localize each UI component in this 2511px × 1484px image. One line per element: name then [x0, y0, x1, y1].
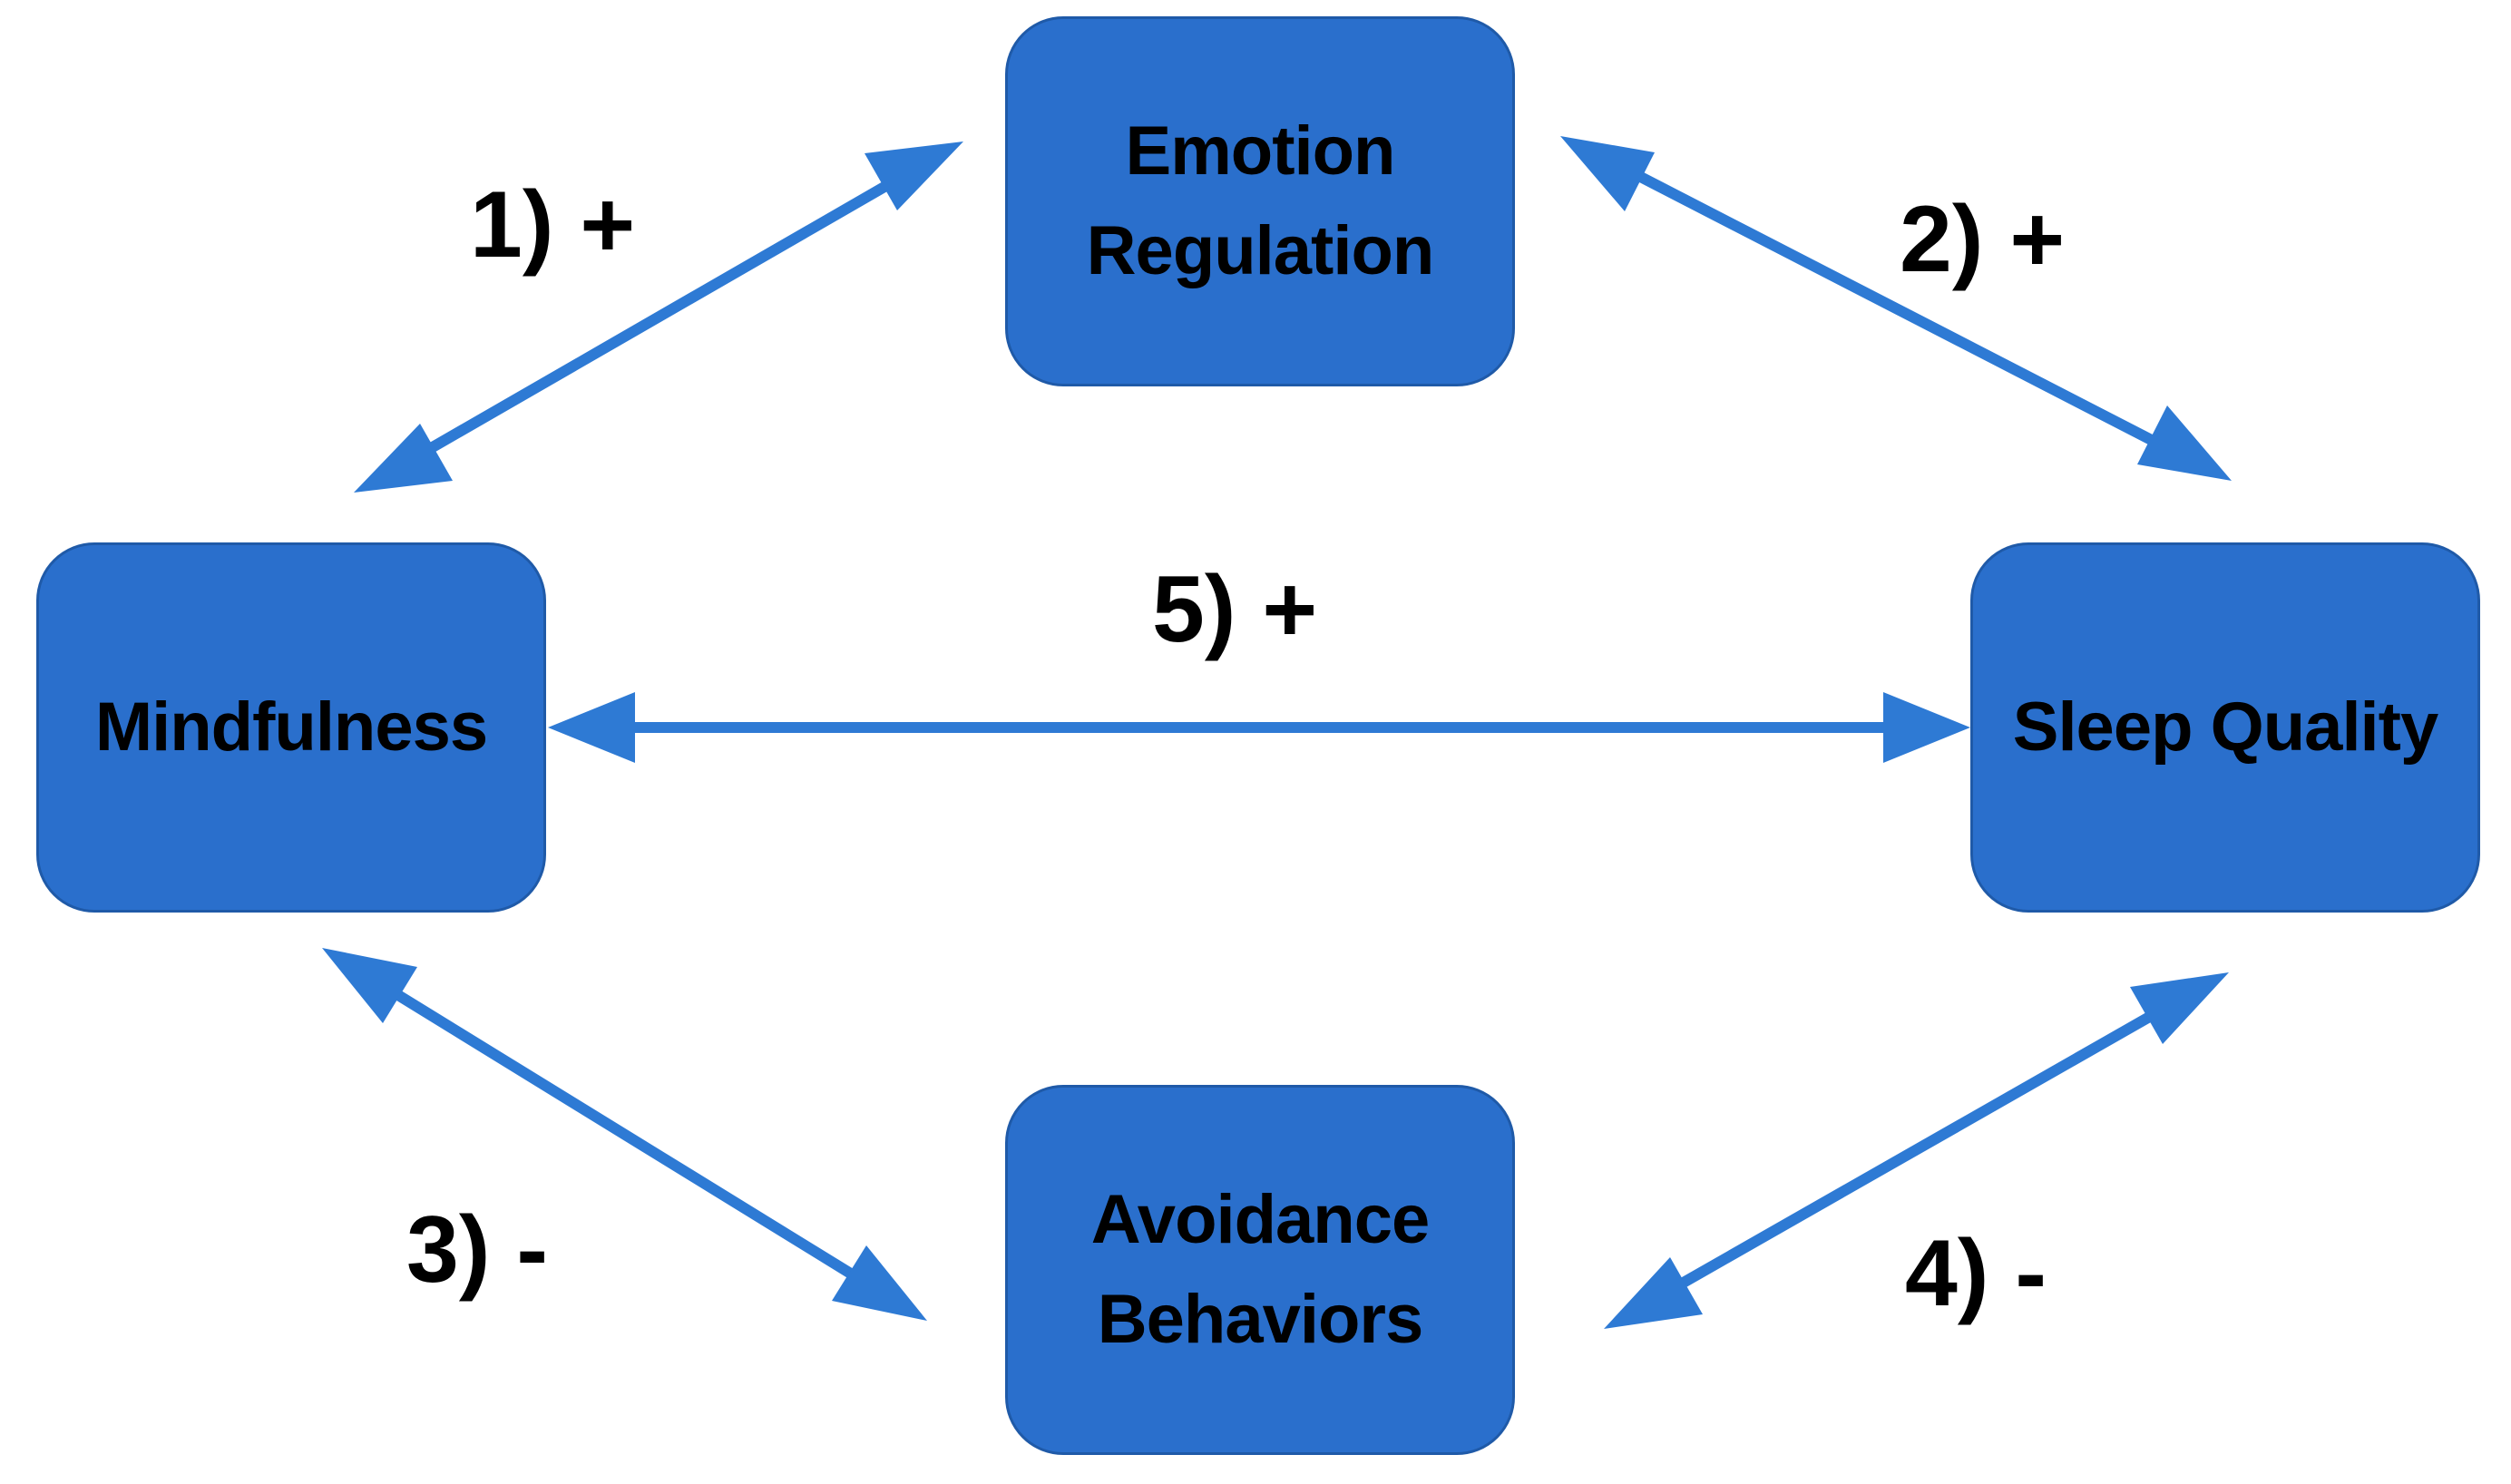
arrowhead-2b	[2137, 405, 2232, 481]
arrow-mindfulness-emotion-regulation	[387, 158, 928, 477]
relation-label-3: 3) -	[406, 1197, 548, 1303]
relation-label-1: 1) +	[470, 172, 636, 278]
node-emotion-regulation-line1: Emotion	[1125, 112, 1396, 190]
arrowhead-1a	[354, 424, 453, 493]
arrowhead-3b	[832, 1245, 927, 1321]
arrowhead-4b	[2130, 972, 2229, 1044]
relation-label-2: 2) +	[1900, 187, 2066, 292]
relation-label-5: 5) +	[1152, 557, 1318, 662]
node-mindfulness: Mindfulness	[36, 542, 546, 913]
arrowhead-3a	[322, 948, 417, 1023]
arrow-mindfulness-avoidance-behaviors	[355, 965, 893, 1303]
arrowhead-4a	[1604, 1257, 1703, 1329]
arrowhead-1b	[865, 142, 963, 210]
node-mindfulness-label: Mindfulness	[94, 688, 488, 766]
node-sleep-quality: Sleep Quality	[1970, 542, 2480, 913]
node-avoidance-behaviors-line2: Behaviors	[1097, 1281, 1423, 1358]
node-avoidance-behaviors: Avoidance Behaviors	[1005, 1085, 1515, 1455]
node-sleep-quality-label: Sleep Quality	[2012, 688, 2438, 766]
arrow-avoidance-behaviors-sleep-quality	[1639, 988, 2193, 1312]
arrowhead-5b	[1883, 692, 1970, 763]
node-emotion-regulation-line2: Regulation	[1086, 212, 1435, 289]
arrowhead-2a	[1560, 136, 1655, 211]
arrowhead-5a	[548, 692, 635, 763]
node-emotion-regulation: Emotion Regulation	[1005, 16, 1515, 386]
arrow-emotion-regulation-sleep-quality	[1594, 149, 2198, 468]
node-avoidance-behaviors-line1: Avoidance	[1090, 1180, 1431, 1258]
relation-label-4: 4) -	[1905, 1221, 2047, 1326]
